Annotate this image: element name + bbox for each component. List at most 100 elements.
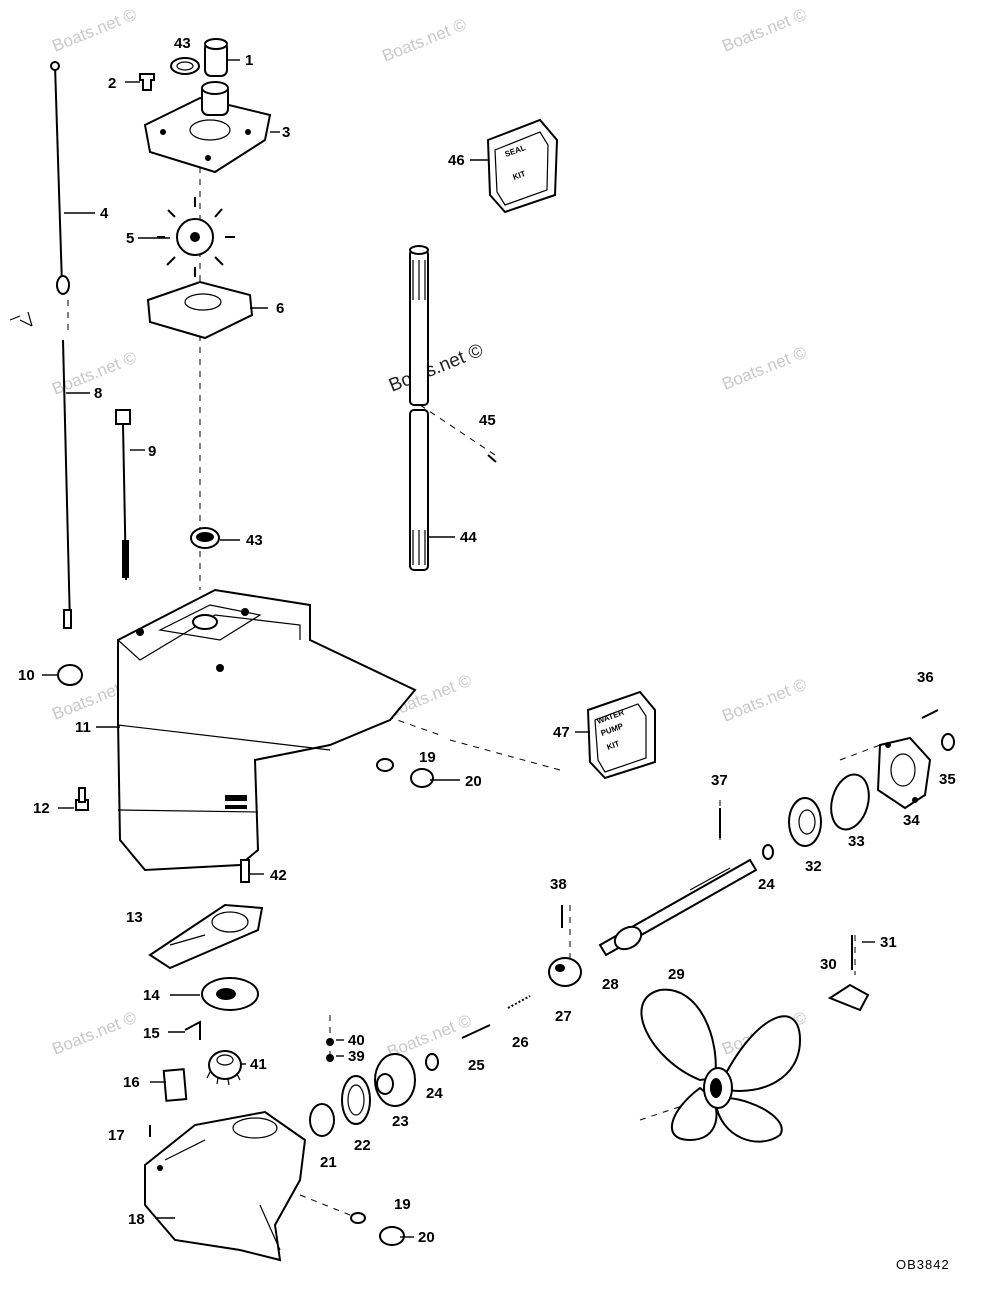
screw-part-12 xyxy=(75,787,89,811)
label-15: 15 xyxy=(143,1025,160,1042)
label-34: 34 xyxy=(903,812,920,829)
label-29: 29 xyxy=(668,966,685,983)
plate-part-6 xyxy=(146,280,254,340)
pin-part-45 xyxy=(487,454,497,463)
seal-part-43 xyxy=(190,527,220,549)
driveshaft-part xyxy=(409,245,429,571)
label-5: 5 xyxy=(126,230,134,247)
plug-part-20 xyxy=(410,768,434,788)
reference-code: OB3842 xyxy=(896,1257,950,1272)
label-17: 17 xyxy=(108,1127,125,1144)
impeller-part xyxy=(157,197,235,277)
clip-part-15 xyxy=(184,1020,201,1040)
watermark: Boats.net © xyxy=(49,5,139,56)
label-45: 45 xyxy=(479,412,496,429)
label-23: 23 xyxy=(392,1113,409,1130)
label-36: 36 xyxy=(917,669,934,686)
stud-part-42 xyxy=(240,859,250,883)
gasket-part-13 xyxy=(148,903,264,970)
label-20-lower: 20 xyxy=(418,1229,435,1246)
label-43-lower: 43 xyxy=(246,532,263,549)
grommet-part xyxy=(170,57,200,75)
watermark: Boats.net © xyxy=(719,675,809,726)
label-22: 22 xyxy=(354,1137,371,1154)
label-9: 9 xyxy=(148,443,156,460)
o-ring-part xyxy=(830,773,870,831)
label-10: 10 xyxy=(18,667,35,684)
label-46: 46 xyxy=(448,152,465,169)
label-6: 6 xyxy=(276,300,284,317)
rod-part-8 xyxy=(62,339,72,629)
plug-part-20-lower xyxy=(379,1226,405,1246)
clip-part-24 xyxy=(425,1053,439,1071)
label-2: 2 xyxy=(108,75,116,92)
gear-part-21 xyxy=(309,1103,335,1137)
label-26: 26 xyxy=(512,1034,529,1051)
label-32: 32 xyxy=(805,858,822,875)
watermark: Boats.net © xyxy=(49,1008,139,1059)
label-11: 11 xyxy=(75,719,91,736)
label-13: 13 xyxy=(126,909,143,926)
bearing-part-14 xyxy=(201,977,259,1011)
label-8: 8 xyxy=(94,385,102,402)
label-47: 47 xyxy=(553,724,570,741)
shift-rod-part xyxy=(50,61,70,295)
parts: SEAL KIT xyxy=(9,38,955,1262)
thrust-bearing-part xyxy=(341,1075,371,1125)
label-30: 30 xyxy=(820,956,837,973)
spring-part-26 xyxy=(507,995,531,1009)
label-43: 43 xyxy=(174,35,191,52)
label-42: 42 xyxy=(270,867,287,884)
label-20: 20 xyxy=(465,773,482,790)
bearing-carrier-part xyxy=(876,736,932,810)
label-33: 33 xyxy=(848,833,865,850)
pump-housing-part xyxy=(143,81,272,174)
label-41: 41 xyxy=(250,1056,267,1073)
propeller-part xyxy=(640,988,802,1143)
retainer-part-16 xyxy=(162,1068,188,1102)
label-31: 31 xyxy=(880,934,897,951)
label-21: 21 xyxy=(320,1154,337,1171)
watermark: Boats.net © xyxy=(719,5,809,56)
bushing-part-10 xyxy=(57,664,83,686)
clutch-part xyxy=(548,957,582,987)
washer-part-39 xyxy=(326,1054,334,1062)
label-37: 37 xyxy=(711,772,728,789)
watermark: Boats.net © xyxy=(719,343,809,394)
propeller-shaft-part xyxy=(598,858,758,957)
gear-part-32 xyxy=(788,797,822,847)
clip-part-24-upper xyxy=(762,844,774,860)
washer-part-19-lower xyxy=(350,1212,366,1224)
seal-kit-text-2: KIT xyxy=(512,169,527,182)
label-25: 25 xyxy=(468,1057,485,1074)
label-1: 1 xyxy=(245,52,253,69)
leader-lines xyxy=(42,59,875,1238)
label-14: 14 xyxy=(143,987,160,1004)
label-28: 28 xyxy=(602,976,619,993)
label-4: 4 xyxy=(100,205,109,222)
watermark: Boats.net © xyxy=(386,340,486,397)
label-24: 24 xyxy=(426,1085,443,1102)
gearcase-lower-part xyxy=(144,1110,307,1262)
watermark: Boats.net © xyxy=(379,15,469,66)
washer-part-40 xyxy=(326,1038,334,1046)
gearcase-upper-part xyxy=(117,588,417,872)
water-pump-kit-text-3: KIT xyxy=(606,739,621,752)
part-labels: 1 2 3 4 5 6 8 9 10 11 12 13 14 15 16 17 … xyxy=(18,35,956,1246)
bolt-part-9 xyxy=(115,409,131,581)
washer-part-35 xyxy=(941,733,955,751)
seal-kit-box: SEAL KIT xyxy=(486,118,559,214)
label-40: 40 xyxy=(348,1032,365,1049)
washer-part-19 xyxy=(376,758,394,772)
clip-part xyxy=(9,311,33,327)
label-44: 44 xyxy=(460,529,477,546)
gear-part-23 xyxy=(374,1053,416,1107)
label-18: 18 xyxy=(128,1211,145,1228)
pin-part-25 xyxy=(461,1024,491,1039)
label-35: 35 xyxy=(939,771,956,788)
sleeve-part-1 xyxy=(204,38,228,77)
label-27: 27 xyxy=(555,1008,572,1025)
label-39: 39 xyxy=(348,1048,365,1065)
label-19-lower: 19 xyxy=(394,1196,411,1213)
